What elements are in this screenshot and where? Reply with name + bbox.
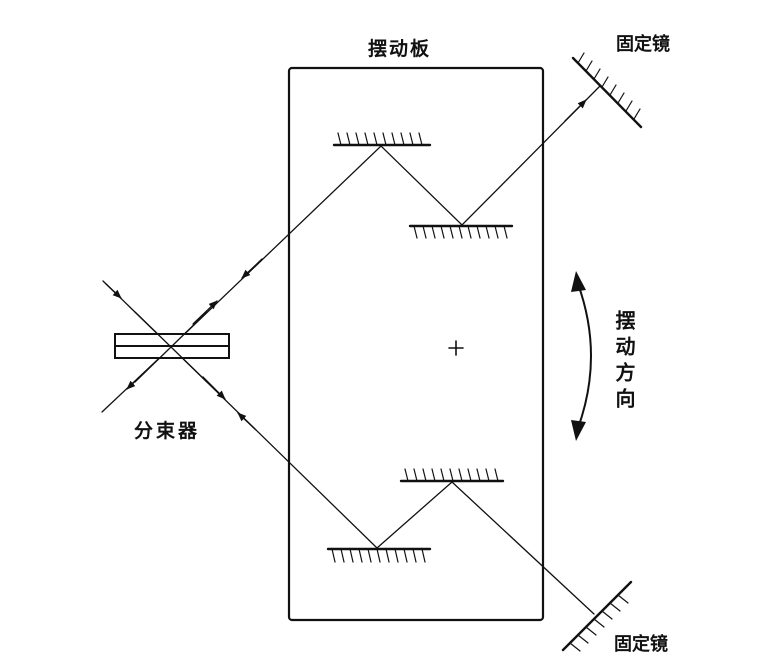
fixed-mirror-bottom xyxy=(561,580,633,652)
swing-direction-label: 摆动方向 xyxy=(612,310,636,414)
moving-mirror-lower-left xyxy=(326,547,432,563)
moving-mirror-upper-right xyxy=(408,224,514,239)
moving-mirror-upper-left xyxy=(332,132,432,147)
fixed-mirror-top-label: 固定镜 xyxy=(616,34,670,55)
swing-plate-label: 摆动板 xyxy=(368,38,432,60)
upper-beam-path xyxy=(170,85,601,348)
fixed-mirror-top xyxy=(571,52,643,129)
moving-mirror-lower-right xyxy=(399,468,505,483)
pivot-center-mark xyxy=(448,340,464,356)
beam-splitter-label: 分束器 xyxy=(134,420,201,442)
swing-plate-frame xyxy=(287,66,545,622)
lower-beam-path xyxy=(170,346,595,615)
beam-arrows xyxy=(105,99,587,431)
swing-arrow-down xyxy=(571,420,586,441)
swing-arrow-up xyxy=(571,271,586,292)
swing-direction-arc xyxy=(577,283,592,429)
fixed-mirror-bottom-label: 固定镜 xyxy=(614,634,668,655)
